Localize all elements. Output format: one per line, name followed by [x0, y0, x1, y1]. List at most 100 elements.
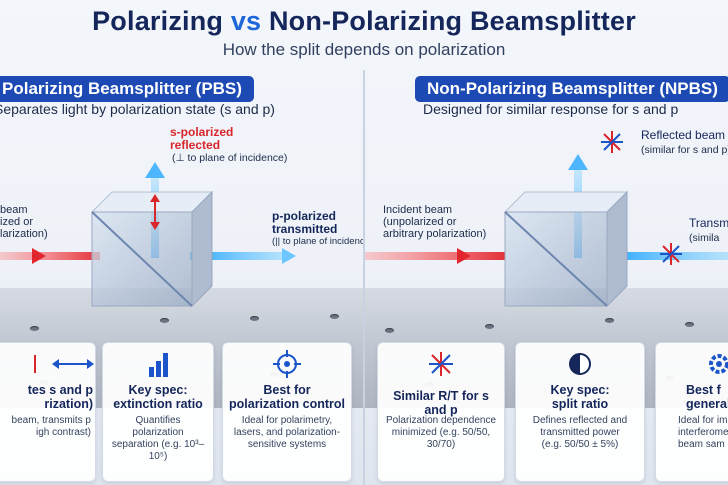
card-text: Ideal for polarimetry, lasers, and polar… — [229, 415, 345, 451]
card-text-line: Quantifies polarization — [132, 415, 184, 438]
card-text-line: Ideal for polarimetry, — [241, 415, 333, 426]
card-text: beam, transmits p igh contrast) — [0, 415, 91, 439]
pbs-reflected-label: s-polarized reflected — [170, 126, 233, 152]
s-pol-arrow-down — [150, 222, 160, 230]
page-title: Polarizing vs Non-Polarizing Beamsplitte… — [0, 6, 728, 37]
card-text-line: igh contrast) — [35, 427, 91, 438]
card-text-line: (e.g. 50/50 ± 5%) — [541, 439, 619, 450]
incident-line: ized or — [0, 216, 34, 228]
npbs-panel: Non-Polarizing Beamsplitter (NPBS) Desig… — [365, 68, 728, 485]
npbs-banner: Non-Polarizing Beamsplitter (NPBS) — [415, 76, 728, 102]
panel-divider — [363, 70, 365, 485]
cube-diagonal — [91, 211, 193, 307]
card-title: Similar R/T for s and p — [382, 389, 500, 417]
cube-side — [191, 190, 213, 308]
incident-line: arbitrary polarization) — [383, 228, 487, 240]
card-title-line: tes s and p — [27, 383, 93, 397]
pbs-description: Separates light by polarization state (s… — [0, 101, 275, 117]
card-text-line: interferome — [678, 427, 728, 438]
page-subtitle: How the split depends on polarization — [222, 40, 506, 59]
incident-line: larization) — [0, 228, 48, 240]
title-vs: vs — [230, 6, 262, 36]
npbs-card-similar: Similar R/T for s and p Polarization dep… — [377, 342, 505, 482]
table-hole — [330, 314, 339, 319]
npbs-transmitted-label: Transm — [689, 216, 728, 230]
card-text-line: Polarization dependence — [385, 415, 497, 426]
incident-line: Incident beam — [383, 204, 453, 216]
title-part2: Non-Polarizing Beamsplitter — [268, 6, 636, 36]
card-title-line: rization) — [44, 397, 93, 411]
pbs-diagram — [0, 162, 296, 308]
pbs-transmitted-note: (|| to plane of incidence) — [272, 236, 363, 247]
card-text: Ideal for imagin interferome beam sam — [678, 415, 728, 451]
cube-top — [503, 191, 629, 213]
bar-chart-icon — [103, 349, 213, 379]
mixed-pol-icon — [378, 349, 504, 379]
pbs-banner: Polarizing Beamsplitter (PBS) — [0, 76, 254, 102]
mixed-pol-icon — [601, 131, 623, 153]
npbs-reflected-label: Reflected beam — [641, 128, 726, 142]
table-hole — [30, 326, 39, 331]
npbs-transmitted-note: (simila — [689, 232, 720, 244]
npbs-reflected-note: (similar for s and p) — [641, 144, 728, 156]
table-hole — [685, 322, 694, 327]
card-text-line: beam sam — [678, 439, 725, 450]
pbs-card-best-for: Best for polarization control Ideal for … — [222, 342, 352, 482]
mixed-pol-icon — [660, 243, 682, 265]
card-text-line: transmitted power — [540, 427, 620, 438]
transmitted-line: transmitted — [272, 222, 338, 236]
transmitted-line: p-polarized — [272, 209, 337, 223]
incident-beam — [365, 252, 505, 260]
card-text-line: separation (e.g. 10³–10⁵) — [111, 439, 205, 462]
pbs-transmitted-label: p-polarized transmitted — [272, 210, 337, 236]
transmitted-arrow — [282, 248, 296, 264]
reflected-line: reflected — [170, 138, 221, 152]
double-arrow-icon — [0, 349, 95, 379]
card-title: Best for polarization control — [227, 383, 347, 411]
pbs-incident-label: beam ized or larization) — [0, 204, 48, 240]
transmitted-beam — [190, 252, 285, 260]
cube-side — [606, 190, 628, 308]
pbs-panel: Polarizing Beamsplitter (PBS) Separates … — [0, 68, 363, 485]
npbs-description: Designed for similar response for s and … — [423, 101, 679, 117]
pbs-card-extinction: Key spec: extinction ratio Quantifies po… — [102, 342, 214, 482]
pbs-card-separation: tes s and p rization) beam, transmits p … — [0, 342, 96, 482]
incident-arrow — [457, 248, 471, 264]
reflected-arrow — [568, 154, 588, 170]
card-text-line: Ideal for imagin — [678, 415, 728, 426]
npbs-diagram — [365, 131, 728, 308]
card-text: Defines reflected and transmitted power … — [522, 415, 638, 451]
npbs-incident-label: Incident beam (unpolarized or arbitrary … — [383, 204, 486, 240]
card-title-line: Best f — [686, 383, 721, 397]
card-title-line: extinction ratio — [113, 397, 203, 411]
table-hole — [250, 316, 259, 321]
incident-line: beam — [0, 204, 28, 216]
incident-line: (unpolarized or — [383, 216, 457, 228]
card-title-line: polarization control — [229, 397, 345, 411]
s-pol-arrow-up — [150, 194, 160, 202]
gear-icon — [704, 349, 728, 379]
card-text-line: sensitive systems — [247, 439, 327, 450]
cube-diagonal — [504, 211, 608, 307]
card-title: tes s and p rization) — [0, 383, 93, 411]
card-title-line: split ratio — [551, 397, 609, 411]
table-hole — [605, 318, 614, 323]
pbs-reflected-note: (⊥ to plane of incidence) — [172, 152, 288, 164]
card-text: Polarization dependence minimized (e.g. … — [384, 415, 498, 451]
table-hole — [485, 324, 494, 329]
reflected-line: s-polarized — [170, 125, 234, 139]
card-title: Key spec: extinction ratio — [107, 383, 209, 411]
title-part1: Polarizing — [92, 6, 224, 36]
table-hole — [385, 328, 394, 333]
incident-beam — [0, 252, 100, 260]
card-title-line: Key spec: — [128, 383, 188, 397]
half-circle-icon — [516, 349, 644, 379]
crosshair-icon — [223, 349, 351, 379]
card-text-line: beam, transmits p — [11, 415, 91, 426]
card-text: Quantifies polarization separation (e.g.… — [109, 415, 207, 463]
incident-arrow — [32, 248, 46, 264]
card-text-line: 30/70) — [426, 439, 456, 450]
card-text-line: lasers, and polarization- — [233, 427, 341, 438]
card-title-line: general beam — [686, 397, 728, 411]
card-title-line: Best for — [263, 383, 311, 397]
